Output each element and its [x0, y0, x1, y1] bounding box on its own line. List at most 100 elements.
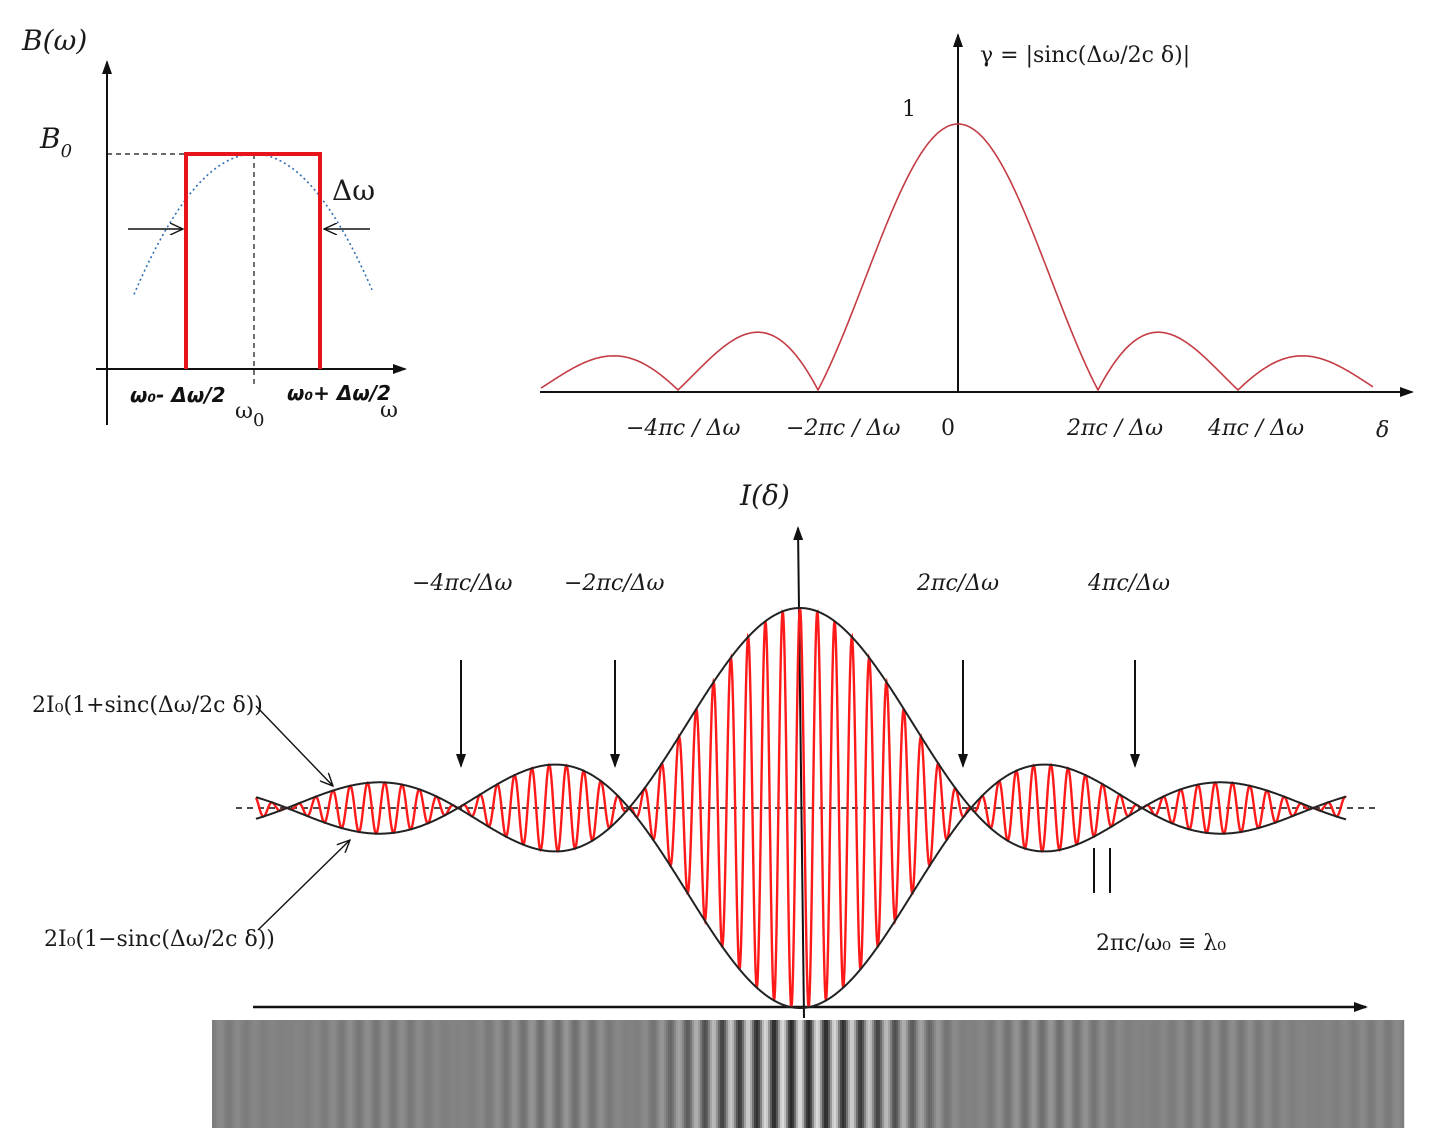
fringe-stripe: [1268, 1020, 1271, 1128]
fringe-stripe: [780, 1020, 783, 1128]
fringe-stripe: [1020, 1020, 1023, 1128]
fringe-stripe: [510, 1020, 513, 1128]
fringe-stripe: [1024, 1020, 1027, 1128]
fringe-stripe: [720, 1020, 723, 1128]
fringe-stripe: [382, 1020, 385, 1128]
fringe-stripe: [746, 1020, 749, 1128]
fringe-stripe: [698, 1020, 701, 1128]
fringe-stripe: [588, 1020, 591, 1128]
fringe-stripe: [1344, 1020, 1347, 1128]
fringe-stripe: [376, 1020, 379, 1128]
fringe-stripe: [712, 1020, 715, 1128]
fringe-stripe: [486, 1020, 489, 1128]
fringe-stripe: [870, 1020, 873, 1128]
fringe-stripe: [280, 1020, 283, 1128]
fringe-stripe: [404, 1020, 407, 1128]
fringe-stripe: [1188, 1020, 1191, 1128]
fringe-stripe: [1336, 1020, 1339, 1128]
fringe-stripe: [984, 1020, 987, 1128]
fringe-stripe: [734, 1020, 737, 1128]
visibility-panel: γ = |sinc(Δω/2c δ)| 1 −4πc / Δω −2πc / Δ…: [540, 33, 1414, 443]
fringe-stripe: [1060, 1020, 1063, 1128]
fringe-stripe: [894, 1020, 897, 1128]
fringe-stripe: [848, 1020, 851, 1128]
fringe-stripe: [1078, 1020, 1081, 1128]
fringe-stripe: [730, 1020, 733, 1128]
fringe-stripe: [1052, 1020, 1055, 1128]
fringe-stripe: [710, 1020, 713, 1128]
fringe-stripe: [1210, 1020, 1213, 1128]
spectrum-y-label: B(ω): [21, 24, 87, 57]
fringe-stripe: [1350, 1020, 1353, 1128]
fringe-stripe: [1146, 1020, 1149, 1128]
fringe-stripe: [502, 1020, 505, 1128]
fringe-stripe: [784, 1020, 787, 1128]
fringe-stripe: [1316, 1020, 1319, 1128]
fringe-stripe: [222, 1020, 225, 1128]
fringe-stripe: [640, 1020, 643, 1128]
fringe-stripe: [968, 1020, 971, 1128]
fringe-stripe: [904, 1020, 907, 1128]
fringe-stripe: [678, 1020, 681, 1128]
fringe-stripe: [1056, 1020, 1059, 1128]
fringe-stripe: [664, 1020, 667, 1128]
fringe-stripe: [716, 1020, 719, 1128]
fringe-stripe: [694, 1020, 697, 1128]
fringe-stripe: [1262, 1020, 1265, 1128]
fringe-stripe: [1152, 1020, 1155, 1128]
fringe-stripe: [236, 1020, 239, 1128]
fringe-stripe: [488, 1020, 491, 1128]
fringe-stripe: [312, 1020, 315, 1128]
marker-label-minus-2pi: −2πc/Δω: [564, 571, 665, 596]
fringe-stripe: [782, 1020, 785, 1128]
fringe-stripe: [454, 1020, 457, 1128]
fringe-stripe: [650, 1020, 653, 1128]
fringe-stripe: [884, 1020, 887, 1128]
fringe-stripe: [1378, 1020, 1381, 1128]
fringe-stripe: [564, 1020, 567, 1128]
fringe-stripe: [624, 1020, 627, 1128]
fringe-stripe: [220, 1020, 223, 1128]
fringe-stripe: [1304, 1020, 1307, 1128]
fringe-stripe: [824, 1020, 827, 1128]
fringe-stripe: [528, 1020, 531, 1128]
fringe-stripe: [252, 1020, 255, 1128]
fringe-stripe: [846, 1020, 849, 1128]
fringe-stripe: [342, 1020, 345, 1128]
fringe-stripe: [1354, 1020, 1357, 1128]
fringe-stripe: [268, 1020, 271, 1128]
fringe-stripe: [1168, 1020, 1171, 1128]
fringe-stripe: [1030, 1020, 1033, 1128]
fringe-stripe: [644, 1020, 647, 1128]
fringe-stripe: [1088, 1020, 1091, 1128]
fringe-stripe: [1202, 1020, 1205, 1128]
fringe-stripe: [632, 1020, 635, 1128]
fringe-stripe: [994, 1020, 997, 1128]
fringe-stripe: [1028, 1020, 1031, 1128]
fringe-stripe: [1022, 1020, 1025, 1128]
fringe-stripe: [966, 1020, 969, 1128]
fringe-stripe: [798, 1020, 801, 1128]
fringe-stripe: [296, 1020, 299, 1128]
fringe-stripe: [272, 1020, 275, 1128]
fringe-stripe: [820, 1020, 823, 1128]
fringe-stripe: [674, 1020, 677, 1128]
fringe-stripe: [554, 1020, 557, 1128]
fringe-stripe: [728, 1020, 731, 1128]
fringe-stripe: [982, 1020, 985, 1128]
fringe-stripe: [1352, 1020, 1355, 1128]
right-edge-label: ω₀+ Δω/2: [287, 381, 391, 405]
fringe-stripe: [512, 1020, 515, 1128]
fringe-stripe: [1148, 1020, 1151, 1128]
fringe-stripe: [742, 1020, 745, 1128]
fringe-stripe: [836, 1020, 839, 1128]
fringe-stripe: [1368, 1020, 1371, 1128]
fringe-stripe: [656, 1020, 659, 1128]
fringe-stripe: [750, 1020, 753, 1128]
fringe-stripe: [534, 1020, 537, 1128]
fringe-stripe: [702, 1020, 705, 1128]
fringe-stripe: [684, 1020, 687, 1128]
fringe-stripe: [902, 1020, 905, 1128]
fringe-stripe: [524, 1020, 527, 1128]
fringe-stripe: [230, 1020, 233, 1128]
